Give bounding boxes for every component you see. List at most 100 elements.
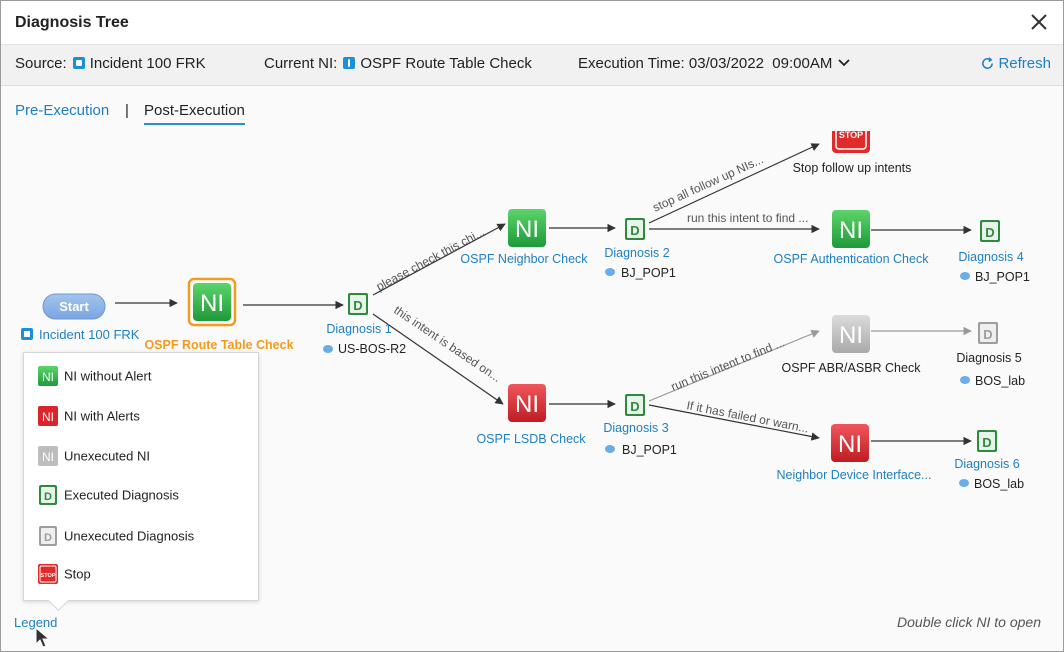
- edge-label-6: If it has failed or warn...: [685, 398, 809, 435]
- execution-time-label: Execution Time:: [578, 55, 685, 72]
- legend-link[interactable]: Legend: [14, 615, 58, 630]
- diagnosis-2-label: Diagnosis 2: [604, 246, 669, 260]
- diagnosis-3-device: BJ_POP1: [622, 443, 677, 457]
- diagnosis-4-label: Diagnosis 4: [958, 250, 1023, 264]
- svg-text:NI: NI: [839, 322, 863, 349]
- refresh-label: Refresh: [998, 55, 1051, 72]
- ni-red-icon: [508, 384, 546, 422]
- edge-label-3: stop all follow up NIs...: [650, 152, 765, 215]
- ni-gray-icon: NI: [38, 446, 58, 466]
- ni-node-root[interactable]: NI OSPF Route Table Check: [144, 277, 294, 352]
- current-ni-label: Current NI:: [264, 55, 338, 72]
- ni-node-authentication-check[interactable]: NI OSPF Authentication Check: [774, 210, 930, 266]
- diagnosis-node-2[interactable]: D Diagnosis 2 BJ_POP1: [604, 218, 676, 280]
- svg-text:D: D: [630, 399, 639, 414]
- svg-text:STOP: STOP: [41, 573, 56, 579]
- start-label: Start: [59, 299, 89, 314]
- ni-node-neighbor-device-interface[interactable]: NI Neighbor Device Interface...: [777, 424, 932, 482]
- diagnosis-4-device: BJ_POP1: [975, 270, 1030, 284]
- authentication-check-label: OSPF Authentication Check: [774, 252, 930, 266]
- diagnosis-node-1[interactable]: D Diagnosis 1 US-BOS-R2: [323, 293, 406, 356]
- double-click-hint: Double click NI to open: [897, 614, 1041, 630]
- diagnosis-2-device: BJ_POP1: [621, 266, 676, 280]
- start-source[interactable]: Incident 100 FRK: [21, 327, 140, 342]
- current-ni-info: Current NI: OSPF Route Table Check: [264, 55, 532, 72]
- diagnosis-green-icon: D: [39, 485, 57, 505]
- edge-label-4: run this intent to find ...: [687, 211, 808, 225]
- neighbor-check-label: OSPF Neighbor Check: [460, 252, 588, 266]
- svg-text:NI: NI: [42, 370, 54, 384]
- ni-red-icon: [831, 424, 869, 462]
- device-icon: [605, 445, 615, 453]
- ni-green-icon: [832, 210, 870, 248]
- ni-green-icon: [508, 209, 546, 247]
- ni-green-icon: NI: [38, 366, 58, 386]
- svg-text:D: D: [630, 223, 639, 238]
- diagnosis-node-5[interactable]: D Diagnosis 5 BOS_lab: [956, 322, 1025, 388]
- diagnosis-1-label: Diagnosis 1: [326, 322, 391, 336]
- svg-text:D: D: [983, 327, 992, 342]
- svg-text:NI: NI: [42, 410, 54, 424]
- diagnosis-node-6[interactable]: D Diagnosis 6 BOS_lab: [954, 430, 1024, 491]
- device-icon: [960, 376, 970, 384]
- ni-green-icon: [193, 283, 231, 321]
- svg-text:D: D: [982, 435, 991, 450]
- diagnosis-tree-canvas[interactable]: please check this chi... this intent is …: [1, 131, 1063, 651]
- svg-text:NI: NI: [839, 217, 863, 244]
- diagnosis-6-label: Diagnosis 6: [954, 457, 1019, 471]
- diagnosis-3-label: Diagnosis 3: [603, 421, 668, 435]
- ni-node-neighbor-check[interactable]: NI OSPF Neighbor Check: [460, 209, 588, 266]
- diagnosis-node-4[interactable]: D Diagnosis 4 BJ_POP1: [958, 220, 1030, 284]
- svg-text:D: D: [985, 225, 994, 240]
- start-node[interactable]: Start: [42, 293, 106, 320]
- stop-label: Stop follow up intents: [793, 161, 912, 175]
- svg-text:D: D: [44, 532, 52, 544]
- device-icon: [323, 345, 333, 353]
- edge-diagnosis1-lsdb: [372, 313, 504, 405]
- edge-label-5: run this intent to find ...: [669, 335, 787, 393]
- edge-diagnosis1-neighbor: [372, 223, 506, 296]
- ni-node-lsdb-check[interactable]: NI OSPF LSDB Check: [476, 384, 586, 446]
- lsdb-check-label: OSPF LSDB Check: [476, 432, 586, 446]
- svg-text:NI: NI: [515, 216, 539, 243]
- diagnosis-node-3[interactable]: D Diagnosis 3 BJ_POP1: [603, 394, 677, 457]
- svg-text:NI: NI: [838, 431, 862, 458]
- refresh-button[interactable]: Refresh: [980, 55, 1051, 72]
- edge-label-2: this intent is based on...: [391, 303, 503, 385]
- execution-time-dropdown[interactable]: Execution Time: 03/03/2022 09:00AM: [578, 55, 851, 72]
- close-icon[interactable]: [1027, 10, 1051, 34]
- stop-node[interactable]: STOP Stop follow up intents: [793, 131, 912, 175]
- svg-text:NI: NI: [515, 391, 539, 418]
- svg-text:D: D: [353, 298, 362, 313]
- device-icon: [959, 479, 969, 487]
- tab-post-execution[interactable]: Post-Execution: [144, 102, 245, 125]
- svg-text:NI: NI: [200, 290, 224, 317]
- diagnosis-tree-graph: please check this chi... this intent is …: [21, 131, 1030, 491]
- diagnosis-gray-icon: D: [39, 526, 57, 546]
- stop-icon: [832, 131, 870, 153]
- diagnosis-1-device: US-BOS-R2: [338, 342, 406, 356]
- svg-text:NI: NI: [42, 450, 54, 464]
- mouse-cursor-icon: [35, 627, 51, 648]
- edge-diagnosis3-abr: [648, 329, 820, 402]
- diagnosis-6-device: BOS_lab: [974, 477, 1024, 491]
- diagnosis-5-device: BOS_lab: [975, 374, 1025, 388]
- tab-pre-execution[interactable]: Pre-Execution: [15, 102, 110, 119]
- current-ni-value: OSPF Route Table Check: [360, 55, 532, 72]
- incident-icon: [72, 57, 85, 69]
- window-title: Diagnosis Tree: [15, 14, 129, 31]
- svg-text:STOP: STOP: [839, 131, 863, 140]
- chevron-down-icon: [837, 59, 850, 67]
- device-icon: [605, 268, 615, 276]
- neighbor-device-interface-label: Neighbor Device Interface...: [777, 468, 932, 482]
- refresh-icon: [982, 57, 994, 69]
- source-info: Source:Incident 100 FRK: [15, 55, 206, 72]
- ni-node-abr-asbr-check[interactable]: NI OSPF ABR/ASBR Check: [782, 315, 922, 375]
